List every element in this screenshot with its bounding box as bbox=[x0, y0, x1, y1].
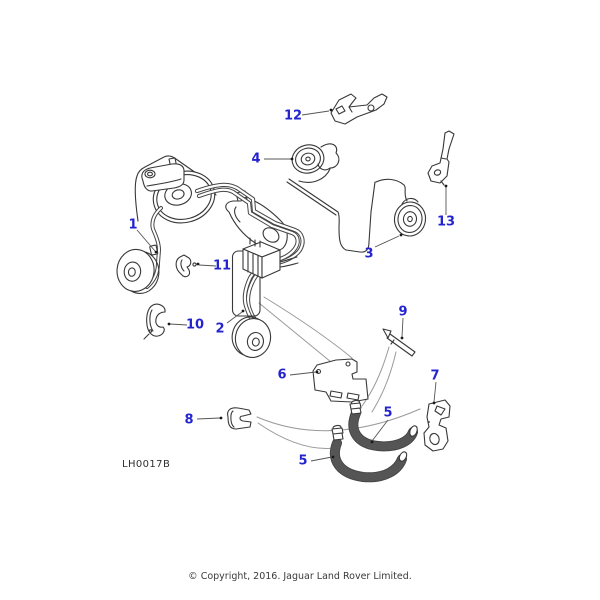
flexible-hoses-part-5 bbox=[332, 399, 419, 477]
callout-3[interactable]: 3 bbox=[364, 246, 374, 262]
clip-part-8 bbox=[227, 407, 252, 430]
callout-8[interactable]: 8 bbox=[184, 412, 194, 428]
callout-1[interactable]: 1 bbox=[128, 217, 138, 233]
callout-6[interactable]: 6 bbox=[277, 367, 287, 383]
pedal-box-bracket bbox=[225, 190, 288, 252]
horn-part-3 bbox=[375, 178, 427, 237]
callout-12[interactable]: 12 bbox=[283, 108, 303, 124]
callout-13[interactable]: 13 bbox=[436, 214, 456, 230]
callout-4[interactable]: 4 bbox=[251, 151, 261, 167]
callout-2[interactable]: 2 bbox=[215, 321, 225, 337]
brake-booster bbox=[141, 157, 216, 224]
diagram-code: LH0017B bbox=[122, 459, 171, 470]
callout-11[interactable]: 11 bbox=[212, 258, 232, 274]
bulkhead-panel bbox=[286, 178, 376, 253]
clip-part-11 bbox=[175, 254, 197, 278]
bracket-part-6 bbox=[312, 358, 369, 403]
callout-9[interactable]: 9 bbox=[398, 304, 408, 320]
bracket-part-13 bbox=[427, 130, 455, 186]
callout-leader-lines bbox=[136, 110, 447, 462]
abs-modulator bbox=[231, 237, 299, 317]
callout-5-lower[interactable]: 5 bbox=[298, 453, 308, 469]
screw-part-9 bbox=[382, 328, 416, 357]
callout-10[interactable]: 10 bbox=[185, 317, 205, 333]
bracket-part-12 bbox=[330, 93, 388, 125]
horn-part-1 bbox=[116, 244, 160, 294]
copyright-text: © Copyright, 2016. Jaguar Land Rover Lim… bbox=[188, 571, 412, 582]
horn-part-2 bbox=[231, 316, 272, 358]
callout-7[interactable]: 7 bbox=[430, 368, 440, 384]
horn-part-4 bbox=[291, 143, 340, 183]
leader-dots bbox=[154, 108, 448, 459]
bracket-part-7 bbox=[423, 399, 451, 452]
callout-5-upper[interactable]: 5 bbox=[383, 405, 393, 421]
clip-part-10 bbox=[143, 303, 166, 340]
